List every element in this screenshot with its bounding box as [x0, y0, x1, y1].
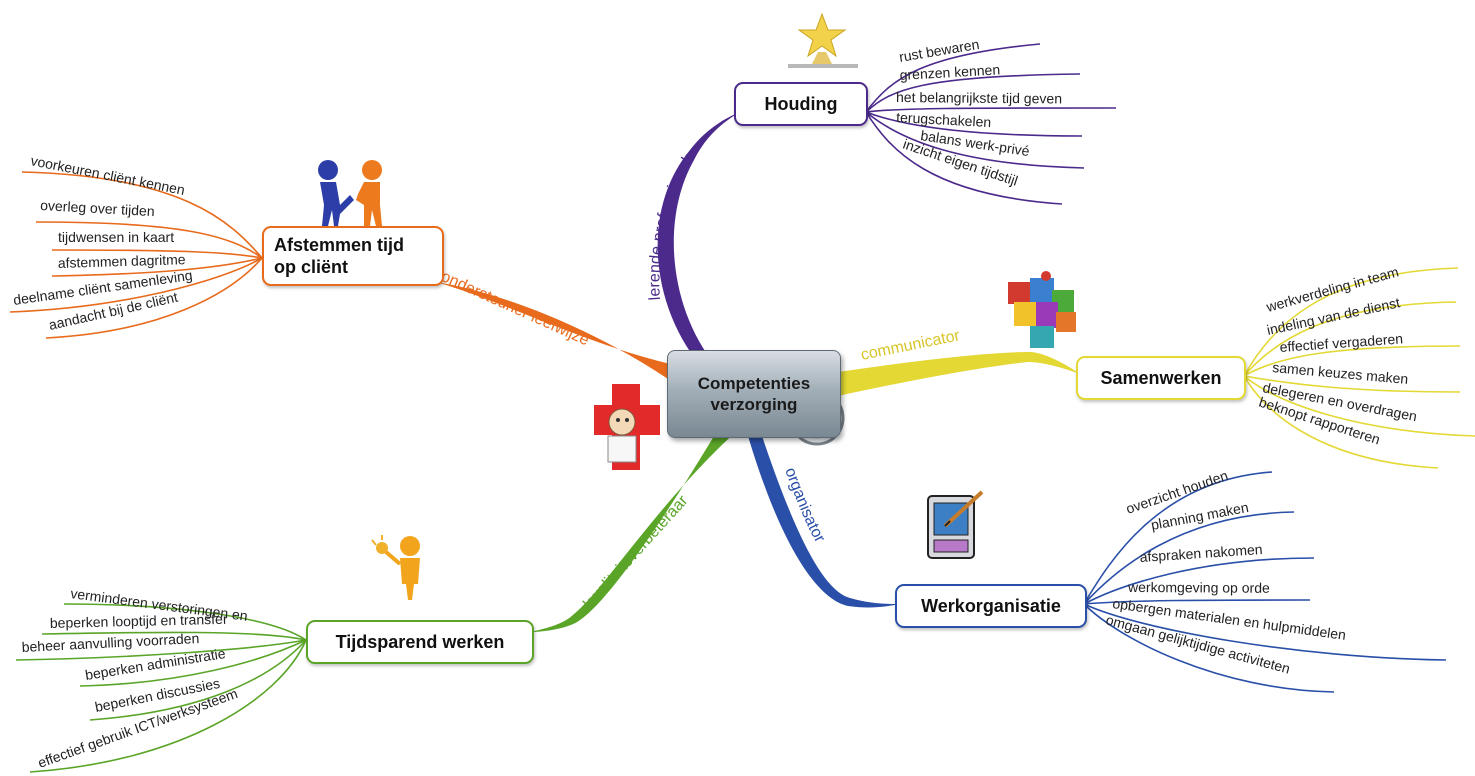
medical-cross-figure-icon [594, 384, 660, 470]
node-werkorganisatie-label: Werkorganisatie [921, 596, 1061, 616]
tijdsparend-leaf-labels: verminderen verstoringen en beperken loo… [21, 585, 248, 771]
branch-tijdsparend-main [530, 426, 740, 632]
center-title-line1: Competenties [697, 374, 811, 393]
center-title-line2: verzorging [710, 395, 798, 414]
werkorganisatie-leaf-labels: overzicht houden planning maken afsprake… [1104, 467, 1347, 677]
node-tijdsparend-label: Tijdsparend werken [335, 632, 505, 652]
branch-samenwerken-main [838, 352, 1080, 396]
houding-leaf-lines [865, 43, 1117, 205]
afstemmen-leaf-3: afstemmen dagritme [58, 251, 186, 271]
afstemmen-leaf-lines [9, 171, 263, 339]
samenwerken-leaf-lines [1243, 267, 1475, 469]
tijdsparend-leaf-lines [15, 603, 307, 773]
node-samenwerken-label: Samenwerken [1100, 368, 1222, 388]
node-afstemmen[interactable]: Afstemmen tijd op cliënt [262, 226, 444, 286]
node-werkorganisatie[interactable]: Werkorganisatie [895, 584, 1087, 628]
afstemmen-leaf-1: overleg over tijden [40, 197, 155, 219]
node-tijdsparend[interactable]: Tijdsparend werken [306, 620, 534, 664]
node-samenwerken[interactable]: Samenwerken [1076, 356, 1246, 400]
handshake-figures-icon [318, 160, 382, 226]
houding-leaf-3: terugschakelen [896, 109, 992, 130]
puzzle-pieces-icon [1008, 271, 1076, 348]
role-label-afstemmen: ondersteuner leefwijze [438, 268, 591, 349]
node-houding[interactable]: Houding [734, 82, 868, 126]
node-houding-label: Houding [764, 94, 838, 114]
role-label-tijdsparend: kwaliteitsverbeteraar [580, 492, 691, 613]
houding-leaf-1: grenzen kennen [899, 61, 1000, 83]
houding-leaf-2: het belangrijkste tijd geven [896, 89, 1062, 107]
node-afstemmen-line1: Afstemmen tijd [274, 235, 405, 255]
node-afstemmen-line2: op cliënt [274, 257, 349, 277]
branch-houding-main [657, 112, 740, 372]
branch-werkorganisatie-main [748, 430, 900, 608]
tijdsparend-leaf-1: beperken looptijd en transfer [50, 611, 228, 631]
star-trophy-icon [788, 12, 858, 68]
center-node[interactable]: Competenties verzorging [667, 350, 841, 438]
lightbulb-figure-icon [371, 535, 420, 600]
afstemmen-leaf-0: voorkeuren cliënt kennen [29, 152, 186, 198]
houding-leaf-0: rust bewaren [898, 36, 981, 65]
pda-pen-icon [927, 490, 984, 559]
afstemmen-leaf-2: tijdwensen in kaart [58, 229, 174, 245]
samenwerken-leaf-labels: werkverdeling in team indeling van de di… [1257, 263, 1418, 447]
werkorganisatie-leaf-lines [1083, 471, 1447, 693]
werkorganisatie-leaf-3: werkomgeving op orde [1127, 579, 1270, 596]
afstemmen-leaf-labels: voorkeuren cliënt kennen overleg over ti… [12, 152, 193, 333]
